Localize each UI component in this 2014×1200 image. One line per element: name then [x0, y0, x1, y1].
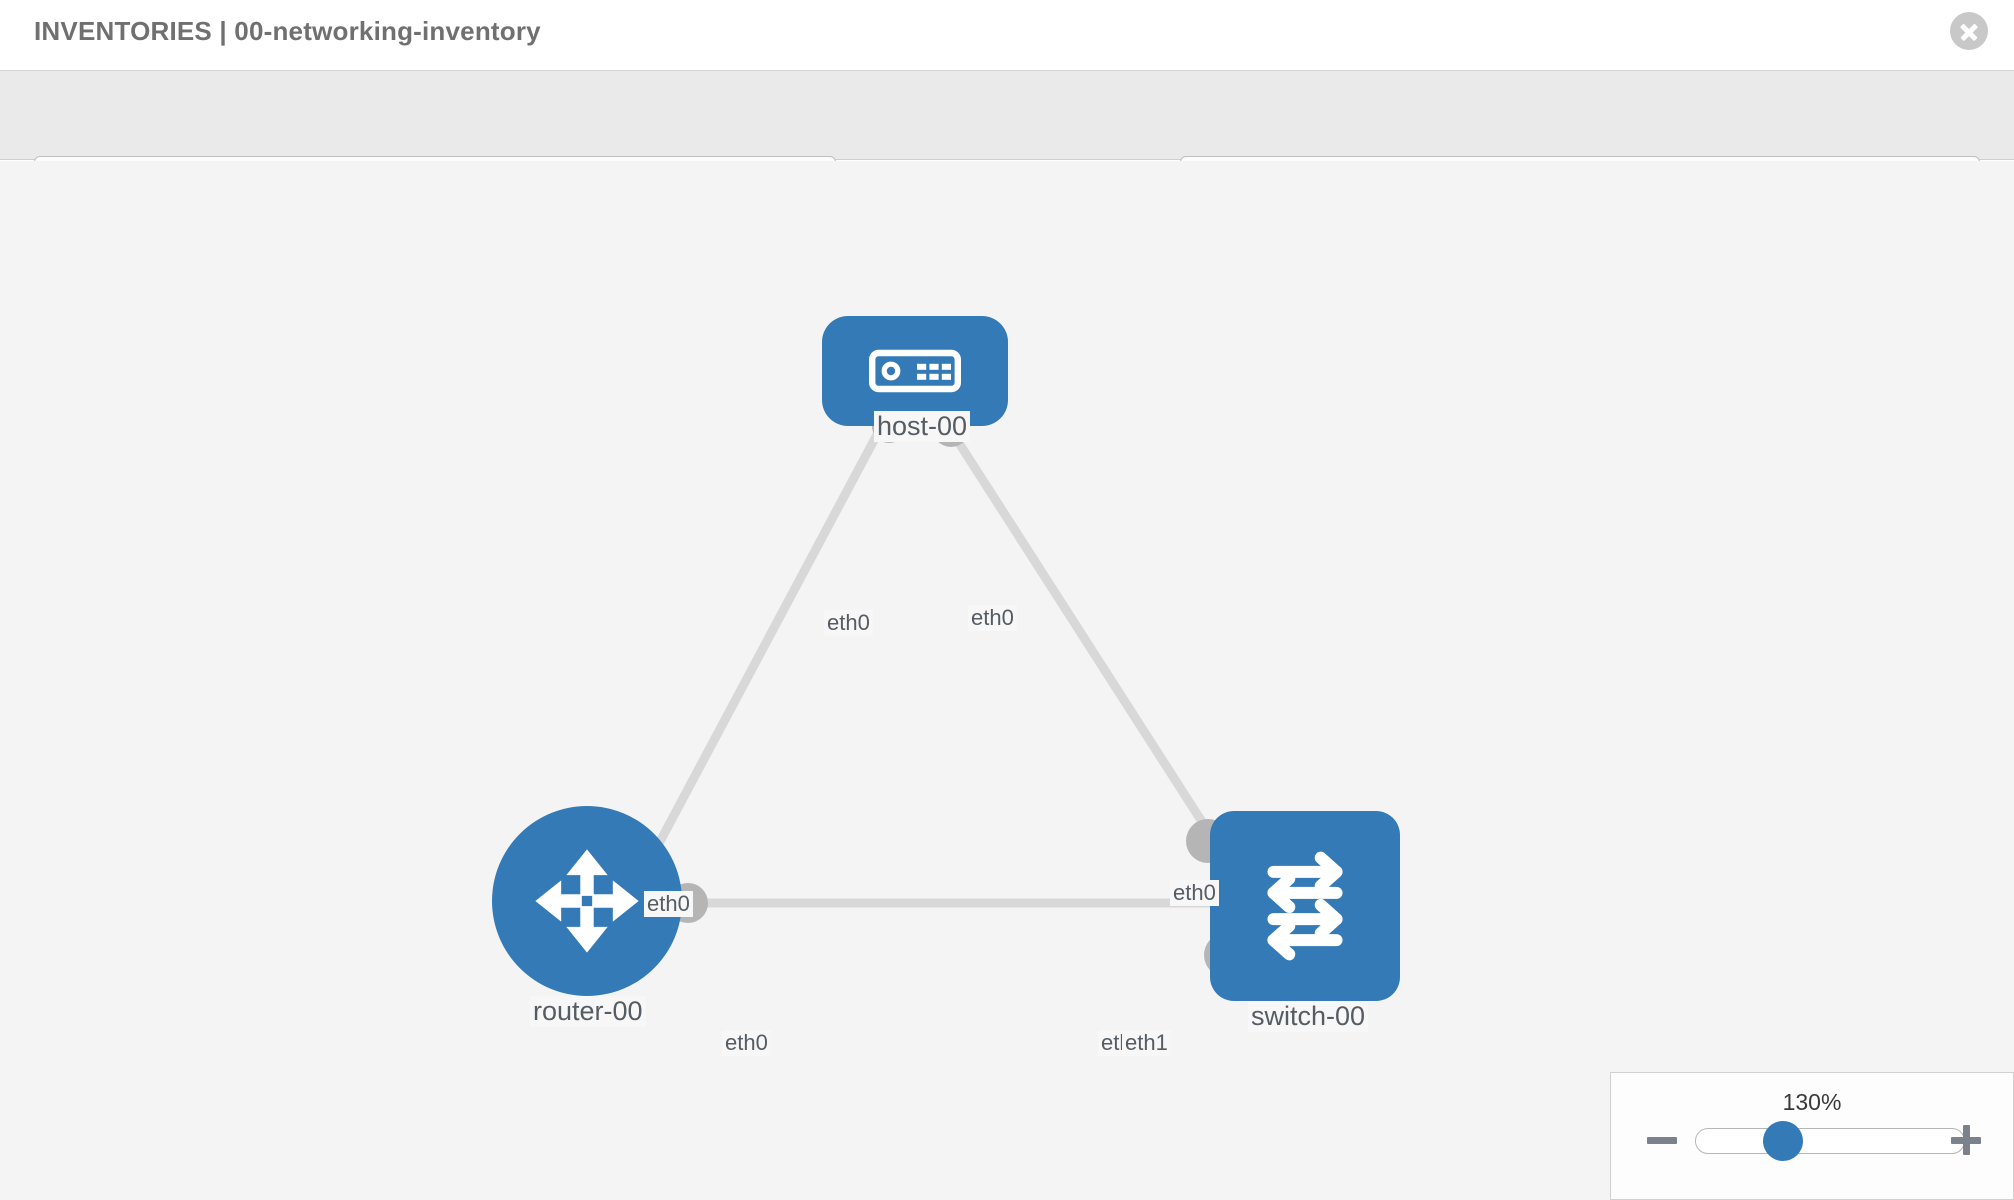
- link-label-router-right-eth0: eth0: [722, 1030, 771, 1056]
- page-header: INVENTORIES | 00-networking-inventory: [0, 0, 2014, 70]
- zoom-control-panel: 130%: [1610, 1072, 2014, 1200]
- zoom-out-button[interactable]: [1645, 1123, 1679, 1157]
- link-label-host-right-eth0: eth0: [968, 605, 1017, 631]
- node-label-host-00: host-00: [874, 411, 971, 442]
- zoom-in-button[interactable]: [1949, 1123, 1983, 1157]
- plus-icon-vertical: [1962, 1125, 1970, 1155]
- minus-icon: [1647, 1137, 1677, 1144]
- page-title: INVENTORIES | 00-networking-inventory: [34, 16, 541, 46]
- topology-links: [636, 426, 1244, 908]
- router-arrows-icon: [535, 849, 639, 953]
- link-label-router-up-eth0: eth0: [644, 891, 693, 917]
- link-label-host-left-eth0: eth0: [824, 610, 873, 636]
- link-label-switch-left-eth1: eth1: [1122, 1030, 1171, 1056]
- zoom-slider-thumb[interactable]: [1763, 1121, 1803, 1161]
- host-node-shape[interactable]: [822, 316, 1008, 426]
- zoom-level-value: 130%: [1782, 1089, 1842, 1115]
- link-label-switch-up-eth0: eth0: [1170, 880, 1219, 906]
- server-icon: [869, 349, 961, 393]
- close-icon[interactable]: [1950, 12, 1988, 50]
- topology-canvas[interactable]: host-00 router-00: [0, 161, 2014, 1200]
- toolbar: ACTIONS SEARCH: [0, 70, 2014, 212]
- zoom-slider-track[interactable]: [1695, 1128, 1965, 1154]
- switch-node-shape[interactable]: [1210, 811, 1400, 1001]
- node-label-switch-00: switch-00: [1248, 1001, 1369, 1032]
- node-label-router-00: router-00: [530, 996, 646, 1027]
- switch-arrows-icon: [1267, 851, 1343, 961]
